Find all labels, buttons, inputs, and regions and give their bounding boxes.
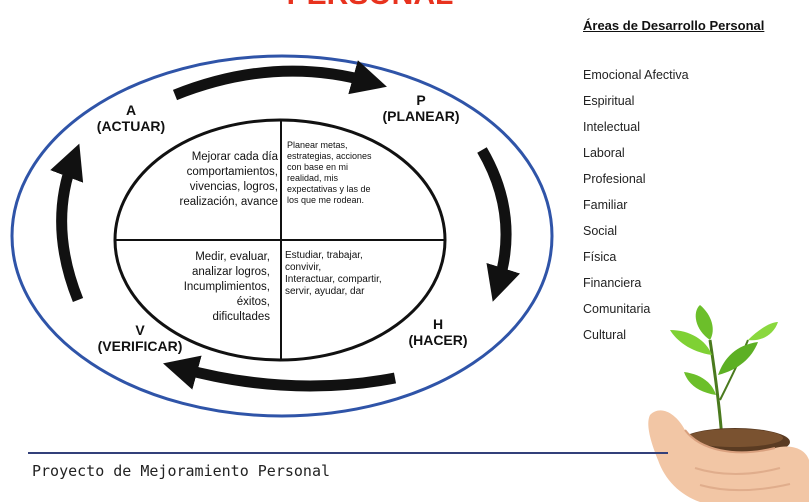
quad-line: Mejorar cada día — [191, 151, 278, 163]
quad-line: los que me rodean. — [287, 195, 365, 205]
area-item: Emocional Afectiva — [583, 68, 689, 82]
quadrant-bottom-right: Estudiar, trabajar, convivir, Interactua… — [285, 250, 425, 298]
actuar-word: (ACTUAR) — [96, 118, 166, 134]
plant-in-hand-image — [648, 305, 809, 502]
quad-line: comportamientos, — [186, 166, 278, 178]
quad-line: dificultades — [212, 311, 270, 323]
planear-word: (PLANEAR) — [382, 108, 460, 124]
areas-list: Emocional Afectiva Espiritual Intelectua… — [583, 68, 689, 354]
footer-divider — [28, 452, 668, 454]
quad-line: éxitos, — [236, 296, 270, 308]
arrow-right — [477, 147, 521, 302]
quad-line: realización, avance — [179, 196, 278, 208]
quad-line: Estudiar, trabajar, — [285, 250, 363, 261]
quad-line: Interactuar, compartir, — [285, 274, 382, 285]
verificar-letter: V — [135, 322, 145, 338]
area-item: Cultural — [583, 328, 627, 342]
quad-line: expectativas y las de — [287, 184, 371, 194]
hacer-word: (HACER) — [408, 332, 468, 348]
label-planear: P (PLANEAR) — [376, 92, 466, 124]
label-actuar: A (ACTUAR) — [96, 102, 166, 134]
quadrant-top-right: Planear metas, estrategias, acciones con… — [287, 140, 417, 206]
planear-letter: P — [416, 92, 426, 108]
area-item: Profesional — [583, 172, 646, 186]
area-item: Familiar — [583, 198, 628, 212]
area-item: Laboral — [583, 146, 625, 160]
area-item: Financiera — [583, 276, 642, 290]
arrow-top — [172, 60, 387, 101]
arrow-left — [50, 143, 84, 303]
outer-ellipse — [10, 54, 554, 418]
quad-line: Planear metas, — [287, 140, 348, 150]
footer-title: Proyecto de Mejoramiento Personal — [32, 462, 331, 480]
quad-line: analizar logros, — [192, 266, 270, 278]
verificar-word: (VERIFICAR) — [97, 338, 183, 354]
quad-line: con base en mi — [287, 162, 349, 172]
quad-line: Medir, evaluar, — [195, 251, 270, 263]
area-item: Espiritual — [583, 94, 635, 108]
label-hacer: H (HACER) — [398, 316, 478, 348]
quad-line: vivencias, logros, — [189, 181, 278, 193]
area-item: Comunitaria — [583, 302, 651, 316]
area-item: Física — [583, 250, 617, 264]
pdca-diagram — [10, 54, 554, 418]
quadrant-bottom-left: Medir, evaluar, analizar logros, Incumpl… — [150, 250, 270, 325]
quad-line: convivir, — [285, 262, 322, 273]
actuar-letter: A — [125, 102, 137, 118]
quad-line: Incumplimientos, — [183, 281, 270, 293]
quadrant-top-left: Mejorar cada día comportamientos, vivenc… — [150, 150, 278, 210]
label-verificar: V (VERIFICAR) — [80, 322, 200, 354]
quad-line: estrategias, acciones — [287, 151, 372, 161]
arrow-bottom — [163, 355, 397, 392]
area-item: Social — [583, 224, 618, 238]
page-title: PERSONAL — [270, 0, 470, 12]
quad-line: realidad, mis — [287, 173, 339, 183]
hacer-letter: H — [432, 316, 444, 332]
area-item: Intelectual — [583, 120, 640, 134]
quad-line: servir, ayudar, dar — [285, 286, 365, 297]
areas-title: Áreas de Desarrollo Personal — [583, 18, 765, 33]
